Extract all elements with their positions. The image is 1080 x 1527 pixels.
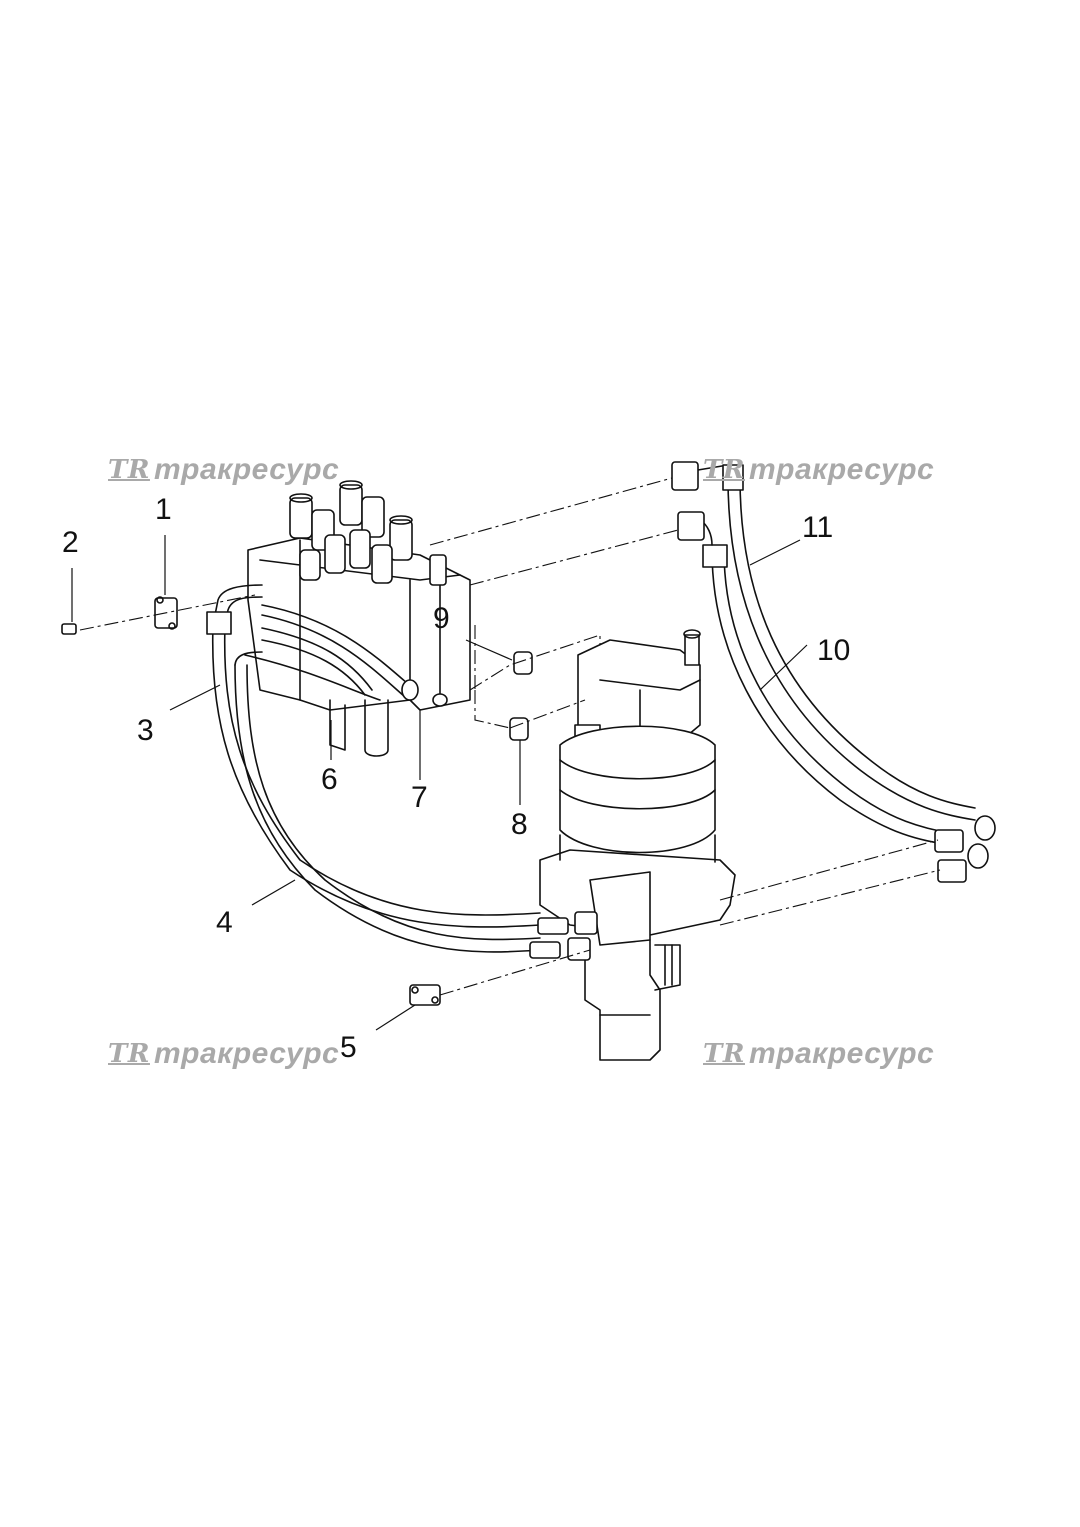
fitting-9 [513,651,533,675]
flange-right-fittings [934,815,996,883]
solenoid-stack [289,480,447,586]
watermark-logo-mark: TR [108,455,150,485]
callout-2: 2 [62,526,79,559]
callout-8: 8 [511,808,528,841]
watermark-bottom-left: TR тракресурс [108,1032,339,1076]
callout-11: 11 [802,511,834,544]
control-valve-block [247,480,471,757]
watermark-top-right: TR тракресурс [703,448,934,492]
callout-1: 1 [155,493,172,526]
watermark-logo-mark: TR [703,455,745,485]
callout-3: 3 [137,714,154,747]
hose-10 [699,519,951,846]
watermark-brand: тракресурс [153,1037,340,1070]
callout-6: 6 [321,763,338,796]
watermark-brand: тракресурс [748,1037,935,1070]
watermark-brand: тракресурс [153,453,340,486]
hose-7 [261,604,448,707]
callout-4: 4 [216,906,233,939]
flange-clamp-5 [409,984,441,1006]
bolt-2 [61,623,77,635]
callout-5: 5 [340,1031,357,1064]
watermark-logo-mark: TR [108,1039,150,1069]
hose-6 [244,627,381,701]
fitting-8 [509,717,529,741]
hose-3 [206,584,541,928]
watermark-brand: тракресурс [748,453,935,486]
callout-7: 7 [411,781,428,814]
hose-11 [697,464,976,821]
flange-top-fittings [671,461,705,541]
callout-9: 9 [433,602,450,635]
swing-port-fittings [529,911,598,961]
hose-4 [234,651,541,953]
watermark-bottom-right: TR тракресурс [703,1032,934,1076]
watermark-logo-mark: TR [703,1039,745,1069]
watermark-top-left: TR тракресурс [108,448,339,492]
swing-motor [539,629,736,1061]
callout-10: 10 [817,634,851,667]
